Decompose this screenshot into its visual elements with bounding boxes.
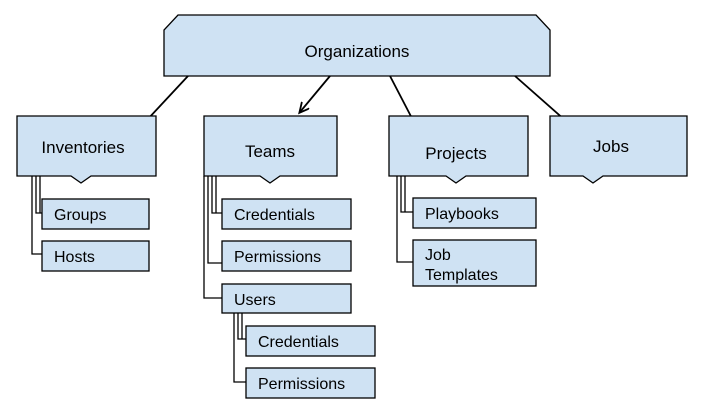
- projects-connector: [400, 176, 413, 213]
- job-templates-label-line2: Templates: [425, 267, 498, 284]
- users-permissions-label: Permissions: [258, 376, 345, 393]
- inventories-connector: [35, 176, 42, 214]
- projects-connector: [396, 176, 413, 263]
- users-credentials-node: [245, 325, 376, 357]
- playbooks-node: [412, 197, 537, 229]
- projects-node: [388, 115, 529, 184]
- inventories-label: Inventories: [41, 138, 124, 157]
- groups-node: [41, 198, 150, 230]
- groups-label: Groups: [54, 207, 106, 224]
- teams-connector: [203, 176, 222, 299]
- teams-label: Teams: [245, 142, 295, 161]
- inventories-node: [16, 115, 157, 184]
- users-connector: [233, 313, 246, 383]
- teams-connector: [207, 176, 222, 264]
- job-templates-node: [412, 239, 537, 287]
- teams-connector: [211, 176, 222, 214]
- teams-permissions-node: [221, 240, 352, 272]
- users-permissions-node: [245, 367, 376, 399]
- teams-permissions-label: Permissions: [234, 249, 321, 266]
- arrow-to-teams: [300, 75, 331, 112]
- playbooks-label: Playbooks: [425, 206, 499, 223]
- organizations-label: Organizations: [305, 42, 410, 61]
- job-templates-label-line1: Job: [425, 247, 451, 264]
- users-connector: [237, 313, 246, 340]
- jobs-node: [549, 115, 688, 184]
- teams-node: [203, 115, 338, 184]
- hosts-node: [41, 240, 150, 272]
- teams-credentials-label: Credentials: [234, 207, 315, 224]
- users-credentials-label: Credentials: [258, 334, 339, 351]
- organizations-node: [163, 14, 551, 77]
- users-label: Users: [234, 292, 276, 309]
- projects-label: Projects: [425, 144, 486, 163]
- inventories-connector: [31, 176, 42, 255]
- users-node: [221, 283, 352, 314]
- jobs-label: Jobs: [593, 137, 629, 156]
- hosts-label: Hosts: [54, 249, 95, 266]
- teams-credentials-node: [221, 198, 352, 230]
